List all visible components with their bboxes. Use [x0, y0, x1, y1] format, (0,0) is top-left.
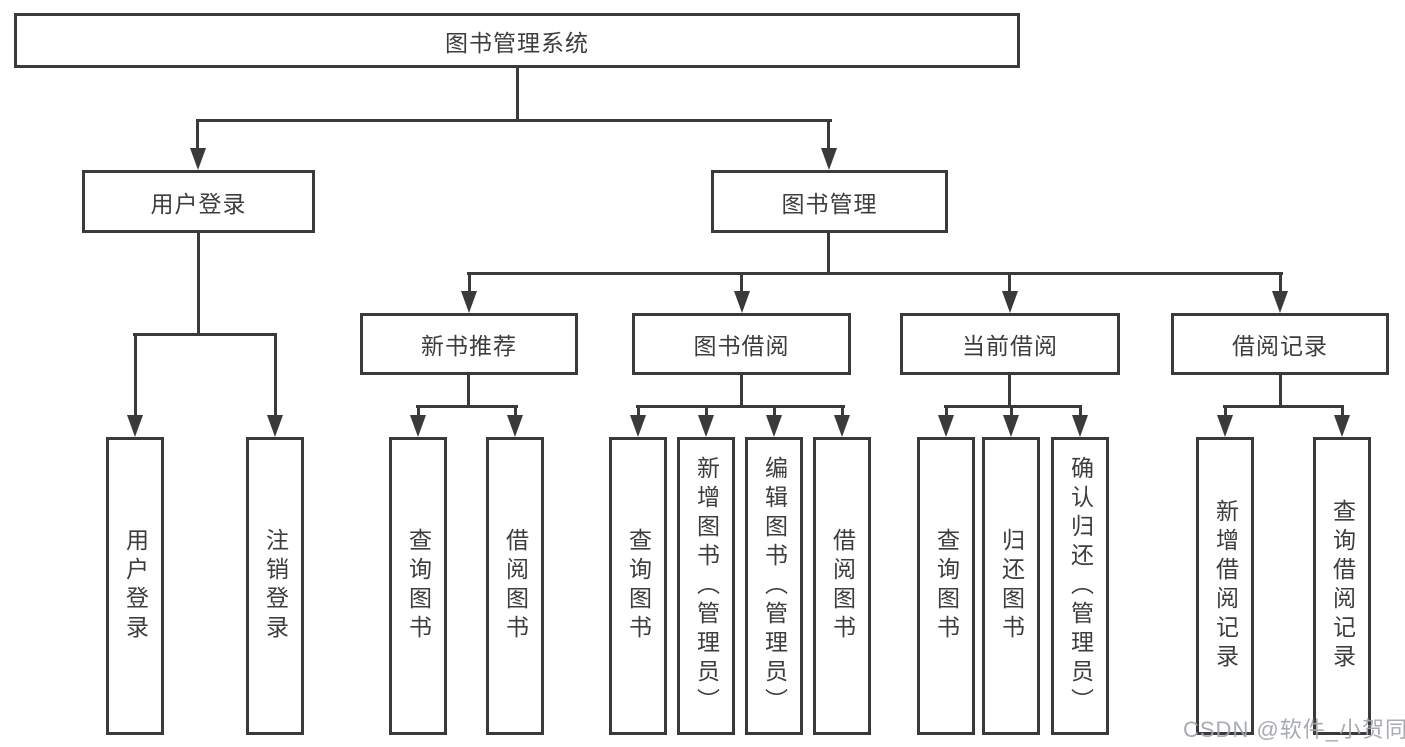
- arrowhead-icon: [1003, 415, 1019, 437]
- connector-new-book-hbar: [416, 405, 518, 408]
- connector-user-login-down: [197, 233, 200, 336]
- node-book-borrow: 图书借阅: [632, 313, 851, 375]
- arrowhead-icon: [766, 415, 782, 437]
- arrowhead-icon: [1002, 291, 1018, 313]
- connector-leaf-stem: [637, 407, 640, 416]
- connector-book-borrow-hbar: [636, 405, 845, 408]
- connector-user-login-hbar: [133, 333, 277, 336]
- arrowhead-icon: [698, 415, 714, 437]
- leaf-record-query: 查询借阅记录: [1313, 437, 1371, 735]
- arrowhead-icon: [461, 291, 477, 313]
- leaf-current-confirm: 确认归还（管理员）: [1051, 437, 1109, 735]
- connector-leaf-stem: [705, 407, 708, 416]
- connector-root-hbar: [196, 119, 832, 122]
- leaf-newbook-query: 查询图书: [389, 437, 447, 735]
- leaf-logout: 注销登录: [246, 437, 304, 735]
- arrowhead-icon: [630, 415, 646, 437]
- arrowhead-icon: [410, 415, 426, 437]
- connector-leaf-stem: [841, 407, 844, 416]
- arrowhead-icon: [821, 148, 837, 170]
- connector-current-borrow-down: [1008, 375, 1011, 408]
- node-root: 图书管理系统: [14, 13, 1020, 68]
- arrowhead-icon: [507, 415, 523, 437]
- connector-leaf-stem: [945, 407, 948, 416]
- leaf-borrow-query: 查询图书: [609, 437, 667, 735]
- arrowhead-icon: [834, 415, 850, 437]
- connector-group-stem: [740, 274, 743, 293]
- leaf-current-return: 归还图书: [982, 437, 1040, 735]
- connector-group-stem: [1008, 274, 1011, 293]
- connector-user-login-stem: [196, 120, 199, 150]
- arrowhead-icon: [267, 415, 283, 437]
- connector-book-mgmt-hbar: [467, 272, 1283, 275]
- arrowhead-icon: [1334, 415, 1350, 437]
- connector-borrow-record-down: [1279, 375, 1282, 408]
- connector-leaf-stem: [514, 407, 517, 416]
- connector-leaf-stem: [1341, 407, 1344, 416]
- connector-root-stem: [516, 68, 519, 122]
- connector-group-stem: [468, 274, 471, 293]
- connector-leaf-stem: [274, 334, 277, 417]
- connector-leaf-stem: [1079, 407, 1082, 416]
- connector-book-borrow-down: [740, 375, 743, 408]
- leaf-user-login: 用户登录: [106, 437, 164, 735]
- node-borrow-record: 借阅记录: [1171, 313, 1389, 375]
- arrowhead-icon: [127, 415, 143, 437]
- connector-borrow-record-hbar: [1223, 405, 1344, 408]
- connector-leaf-stem: [417, 407, 420, 416]
- leaf-borrow-add: 新增图书（管理员）: [677, 437, 735, 735]
- connector-book-mgmt-stem: [827, 120, 830, 150]
- arrowhead-icon: [1217, 415, 1233, 437]
- leaf-record-add: 新增借阅记录: [1196, 437, 1254, 735]
- connector-new-book-down: [467, 375, 470, 408]
- csdn-watermark: CSDN @软件_小贺同学: [1183, 717, 1405, 742]
- leaf-current-query: 查询图书: [917, 437, 975, 735]
- node-user-login: 用户登录: [82, 170, 315, 233]
- leaf-borrow-edit: 编辑图书（管理员）: [745, 437, 803, 735]
- connector-book-mgmt-down: [827, 233, 830, 275]
- arrowhead-icon: [734, 291, 750, 313]
- leaf-newbook-borrow: 借阅图书: [486, 437, 544, 735]
- node-new-book-rec: 新书推荐: [360, 313, 578, 375]
- arrowhead-icon: [938, 415, 954, 437]
- arrowhead-icon: [190, 148, 206, 170]
- leaf-borrow-borrow: 借阅图书: [813, 437, 871, 735]
- arrowhead-icon: [1072, 415, 1088, 437]
- connector-leaf-stem: [134, 334, 137, 417]
- connector-leaf-stem: [1010, 407, 1013, 416]
- connector-current-borrow-hbar: [944, 405, 1082, 408]
- node-current-borrow: 当前借阅: [900, 313, 1120, 375]
- arrowhead-icon: [1272, 291, 1288, 313]
- node-book-mgmt: 图书管理: [711, 170, 948, 233]
- connector-group-stem: [1279, 274, 1282, 293]
- connector-leaf-stem: [773, 407, 776, 416]
- connector-leaf-stem: [1224, 407, 1227, 416]
